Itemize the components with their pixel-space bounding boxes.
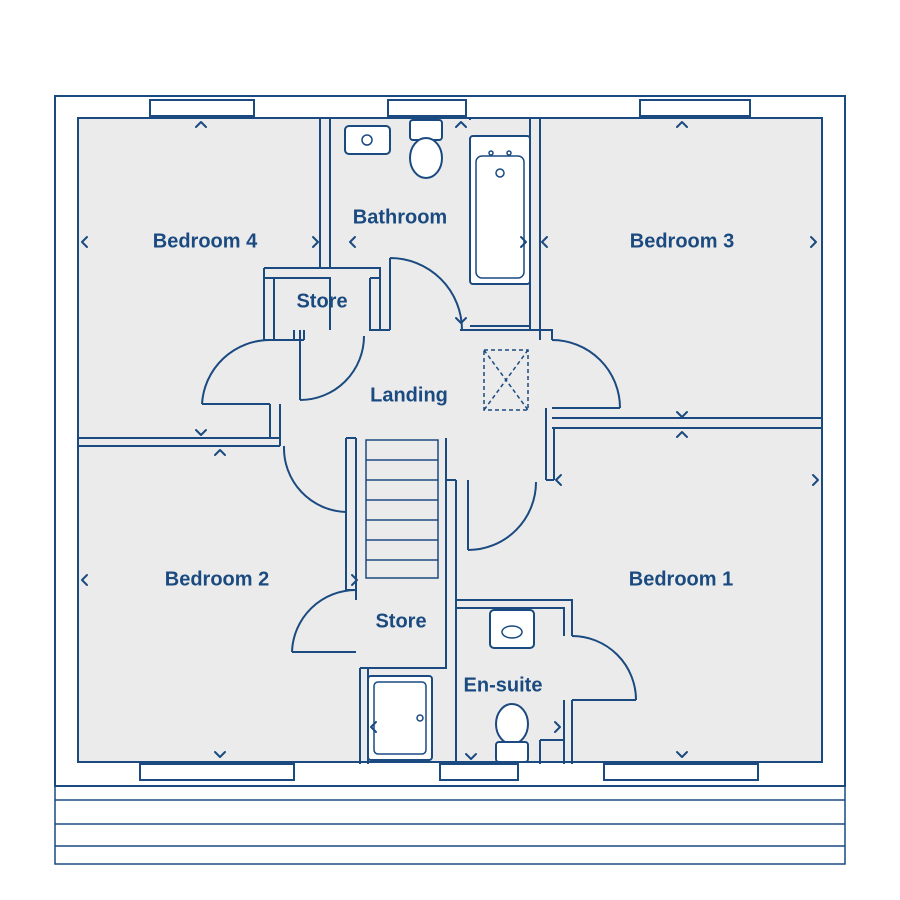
outer-wall bbox=[54, 95, 846, 787]
label-bathroom: Bathroom bbox=[353, 206, 447, 228]
bathroom-fixtures bbox=[344, 119, 531, 285]
floor-area bbox=[77, 117, 823, 763]
doors bbox=[201, 257, 637, 701]
label-ensuite: En-suite bbox=[464, 674, 543, 696]
staircase bbox=[365, 439, 439, 579]
ground-lines bbox=[54, 786, 846, 865]
label-store-lower: Store bbox=[375, 610, 426, 632]
label-bedroom-1: Bedroom 1 bbox=[629, 568, 733, 590]
label-bedroom-4: Bedroom 4 bbox=[153, 230, 258, 252]
loft-hatch bbox=[483, 349, 529, 411]
windows bbox=[139, 99, 759, 781]
label-store-upper: Store bbox=[296, 290, 347, 312]
label-bedroom-2: Bedroom 2 bbox=[165, 568, 269, 590]
dimension-markers bbox=[81, 121, 819, 760]
interior-walls bbox=[78, 118, 822, 764]
label-bedroom-3: Bedroom 3 bbox=[630, 230, 734, 252]
label-landing: Landing bbox=[370, 384, 448, 406]
room-labels: Bedroom 4 Bathroom Bedroom 3 Store Landi… bbox=[153, 206, 734, 696]
ensuite-fixtures bbox=[367, 609, 535, 763]
